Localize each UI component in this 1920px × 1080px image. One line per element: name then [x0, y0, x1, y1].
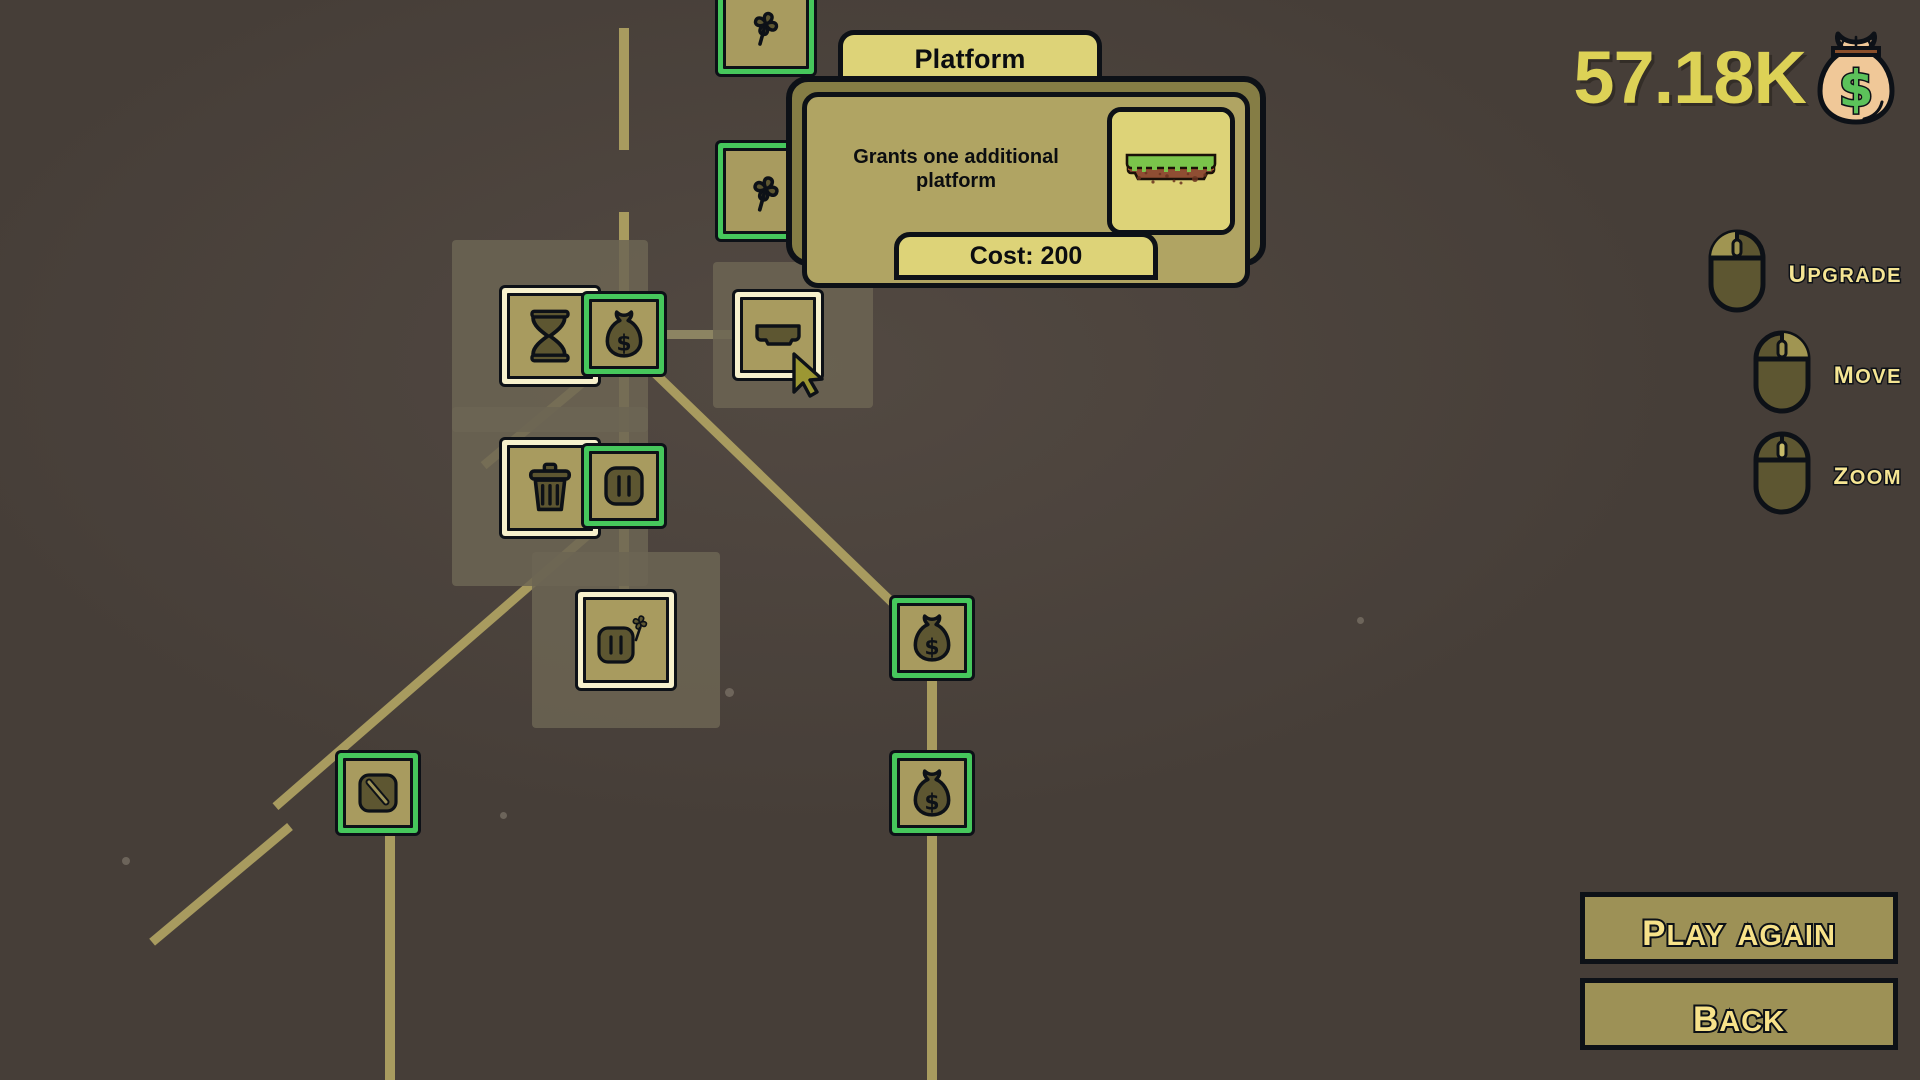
dust-speck: [725, 688, 734, 697]
node-inner: [583, 597, 669, 683]
svg-text:$: $: [1839, 60, 1874, 118]
tree-edge: [927, 824, 937, 1080]
clover-icon: [753, 176, 779, 212]
tooltip-cost: Cost: 200: [894, 232, 1158, 280]
money-bag-icon: $: [913, 614, 951, 662]
mouse-pointer: [792, 352, 824, 398]
node-inner: $: [589, 299, 659, 369]
legend-label-upgrade: Upgrade: [1787, 250, 1902, 291]
platform-icon: [755, 324, 801, 346]
tree-edge: [149, 823, 293, 946]
tooltip-body: Grants one additional platform: [786, 76, 1266, 288]
money-bag-icon: $: [913, 769, 951, 817]
tree-edge: [927, 670, 937, 766]
legend-row-move: Move: [1707, 329, 1902, 415]
play-again-button[interactable]: Play Again: [1580, 892, 1898, 964]
legend-row-zoom: Zoom: [1707, 430, 1902, 516]
tree-node-money-center[interactable]: $: [584, 294, 664, 374]
legend-label-move: Move: [1832, 351, 1902, 392]
tree-node-clover-top[interactable]: [718, 0, 814, 74]
mouse-controls-legend: Upgrade Move Zoom: [1707, 228, 1902, 516]
tree-edge: [619, 28, 629, 150]
currency-display: 57.18K $: [1573, 26, 1902, 130]
play-again-label: Play Again: [1640, 898, 1837, 958]
mouse-left-click-icon: [1708, 229, 1766, 313]
clover-icon: [753, 11, 779, 46]
dust-speck: [500, 812, 507, 819]
mouse-right-click-icon: [1753, 330, 1811, 414]
tooltip-description: Grants one additional platform: [853, 146, 1059, 193]
node-inner: [507, 293, 593, 379]
node-inner: [343, 758, 413, 828]
back-label: Back: [1691, 984, 1786, 1044]
svg-text:$: $: [924, 791, 939, 816]
tree-node-money-right-1[interactable]: $: [892, 598, 972, 678]
mouse-scroll-wheel-icon: [1753, 431, 1811, 515]
action-buttons: Play Again Back: [1580, 892, 1898, 1050]
dust-speck: [1357, 617, 1364, 624]
tooltip-preview: [1107, 107, 1235, 235]
dust-speck: [122, 857, 130, 865]
node-inner: [507, 445, 593, 531]
hourglass-icon: [530, 309, 570, 363]
tree-node-hourglass[interactable]: [452, 240, 648, 432]
svg-text:$: $: [924, 636, 939, 661]
node-inner: $: [897, 603, 967, 673]
pillars-clover-icon: [597, 615, 648, 664]
tree-edge: [385, 824, 395, 1080]
tree-node-pillars[interactable]: [584, 446, 664, 526]
tree-node-stick[interactable]: [338, 753, 418, 833]
grass-platform-preview: [1112, 112, 1230, 230]
legend-label-zoom: Zoom: [1832, 452, 1902, 493]
currency-amount: 57.18K: [1573, 36, 1807, 119]
stick-icon: [358, 773, 398, 813]
trash-icon: [528, 462, 572, 512]
pillars-icon: [604, 466, 644, 506]
back-button[interactable]: Back: [1580, 978, 1898, 1050]
node-inner: $: [897, 758, 967, 828]
tree-node-money-right-2[interactable]: $: [892, 753, 972, 833]
money-bag-icon: $: [1817, 31, 1895, 125]
node-inner: [589, 451, 659, 521]
tree-edge: [655, 330, 751, 339]
tree-node-pillars-clover[interactable]: [532, 552, 720, 728]
legend-row-upgrade: Upgrade: [1707, 228, 1902, 314]
money-bag-icon: $: [605, 310, 643, 358]
svg-text:$: $: [616, 332, 631, 357]
node-inner: [723, 0, 809, 69]
